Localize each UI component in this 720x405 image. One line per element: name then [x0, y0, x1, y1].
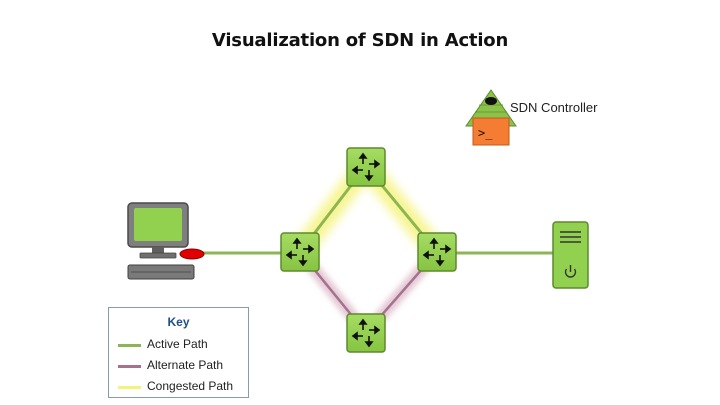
legend-item-congested: Congested Path	[109, 379, 248, 395]
legend-item-active: Active Path	[109, 337, 248, 353]
legend-swatch	[118, 365, 141, 368]
switch-top	[346, 147, 386, 187]
sdn-controller-label: SDN Controller	[510, 100, 598, 115]
switch-right	[417, 232, 457, 272]
switch-left	[280, 232, 320, 272]
legend-item-alternate: Alternate Path	[109, 358, 248, 374]
controller-prompt: >_	[478, 126, 493, 140]
legend-label: Congested Path	[147, 379, 234, 393]
legend-swatch	[118, 386, 141, 389]
server-icon	[552, 221, 589, 289]
diagram-title: Visualization of SDN in Action	[211, 30, 509, 51]
legend-title: Key	[167, 315, 190, 329]
legend-label: Alternate Path	[147, 358, 224, 372]
legend: Key Active Path Alternate Path Congested…	[108, 307, 249, 398]
sdn-controller-icon: >_	[465, 89, 517, 146]
switch-bottom	[346, 313, 386, 353]
legend-label: Active Path	[147, 337, 208, 351]
legend-swatch	[118, 344, 141, 347]
computer-icon	[127, 202, 205, 280]
